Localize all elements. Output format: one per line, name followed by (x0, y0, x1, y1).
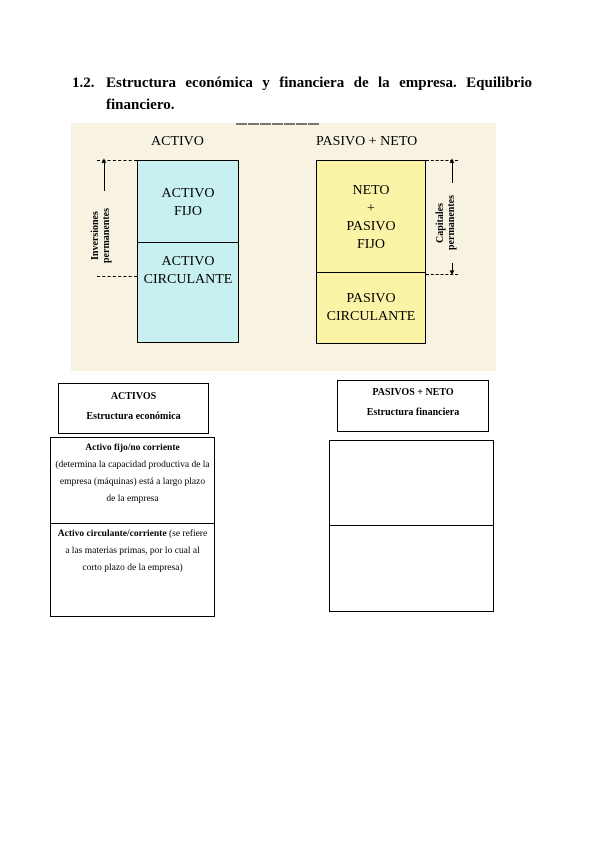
activo-circulante-text: (se refiere a las materias primas, por l… (65, 529, 208, 573)
pasivos-subtitle: Estructura financiera (366, 407, 460, 418)
activo-title: ACTIVO (151, 134, 204, 149)
figure-cut-text: ▬▬▬▬▬▬▬ (236, 123, 320, 128)
dash-line (426, 160, 458, 161)
activo-fijo-cell: Activo fijo/no corriente (determina la c… (51, 438, 214, 524)
pasivos-table (329, 440, 494, 612)
dash-line (97, 160, 137, 161)
activo-circulante-box: ACTIVO CIRCULANTE (137, 242, 239, 343)
pasivo-neto-title: PASIVO + NETO (316, 134, 418, 149)
activo-circulante-heading: Activo circulante/corriente (57, 529, 167, 539)
inversiones-permanentes-label: Inversiones permanentes (90, 191, 118, 281)
activos-title: ACTIVOS (110, 391, 157, 402)
balance-figure: ▬▬▬▬▬▬▬ ACTIVO PASIVO + NETO ▲ ▼ Inversi… (71, 123, 496, 371)
capitales-permanentes-label: Capitales permanentes (435, 183, 461, 263)
activo-fijo-heading: Activo fijo/no corriente (85, 443, 180, 453)
dash-line (97, 276, 137, 277)
neto-pasivo-fijo-box: NETO + PASIVO FIJO (316, 160, 426, 274)
dash-line (426, 274, 458, 275)
activo-fijo-text: (determina la capacidad productiva de la… (55, 460, 210, 504)
section-number: 1.2. (72, 75, 95, 91)
section-title-line2: financiero. (106, 97, 175, 113)
pasivos-header-box: PASIVOS + NETO Estructura financiera (337, 380, 489, 432)
pasivo-fijo-cell (330, 441, 493, 526)
activo-circulante-cell: Activo circulante/corriente (se refiere … (51, 524, 214, 616)
pasivos-title: PASIVOS + NETO (372, 387, 454, 398)
activo-fijo-box: ACTIVO FIJO (137, 160, 239, 244)
section-title-line1: Estructura económica y financiera de la … (106, 75, 532, 91)
arrow-up-icon: ▲ (448, 156, 456, 165)
pasivo-circulante-box: PASIVO CIRCULANTE (316, 272, 426, 344)
arrow-down-icon: ▼ (448, 268, 456, 277)
activos-header-box: ACTIVOS Estructura económica (58, 383, 209, 434)
activos-table: Activo fijo/no corriente (determina la c… (50, 437, 215, 617)
pasivo-circulante-cell (330, 525, 493, 611)
activos-subtitle: Estructura económica (86, 411, 181, 422)
